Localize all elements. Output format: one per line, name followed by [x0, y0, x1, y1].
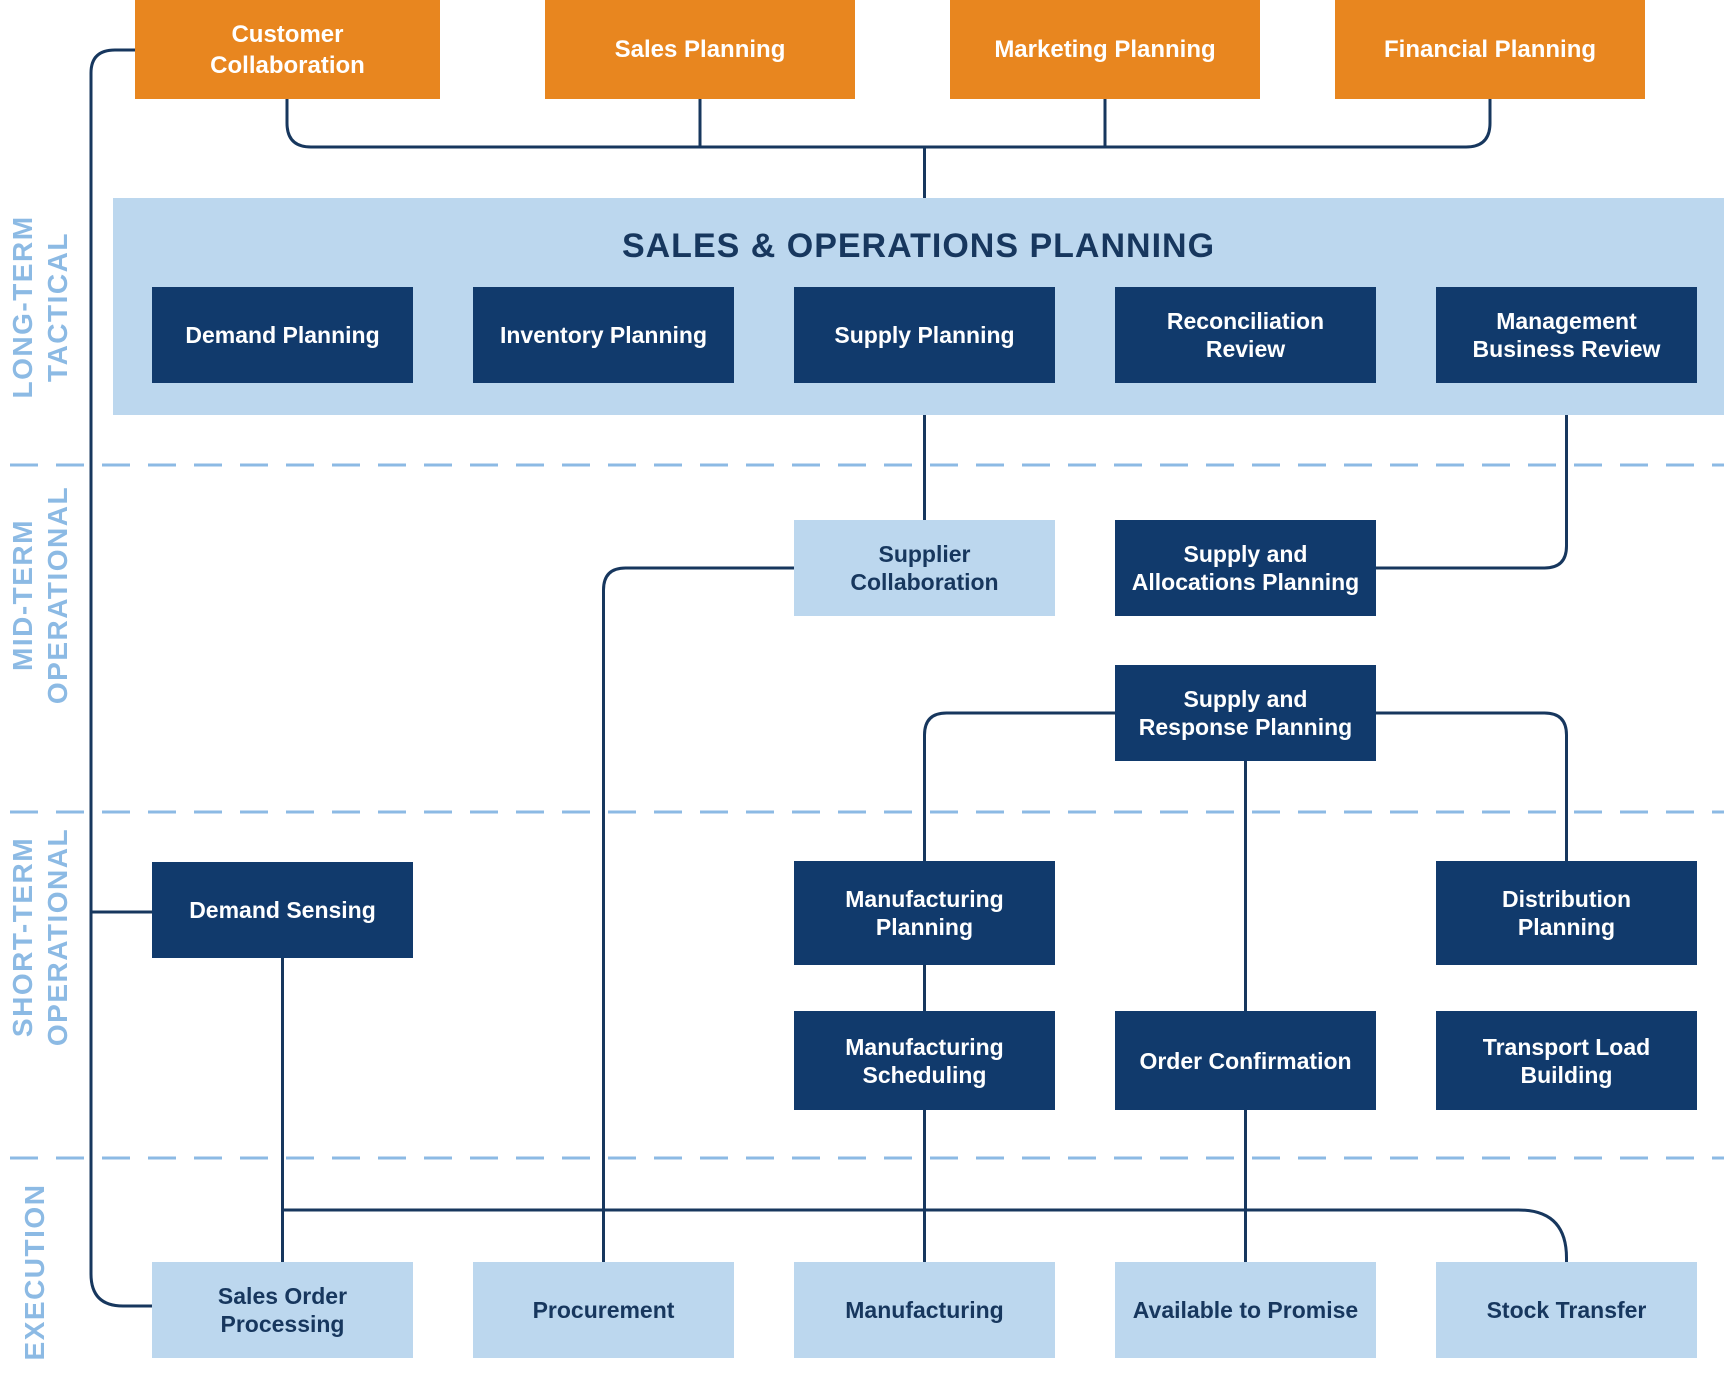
node-manufacturing-scheduling: Manufacturing Scheduling: [794, 1011, 1055, 1110]
node-stock-transfer: Stock Transfer: [1436, 1262, 1697, 1358]
node-management-business-review: Management Business Review: [1436, 287, 1697, 383]
sop-band-title: SALES & OPERATIONS PLANNING: [621, 226, 1216, 265]
node-manufacturing: Manufacturing: [794, 1262, 1055, 1358]
section-label-execution: EXECUTION: [19, 1183, 50, 1361]
connector-mbr-to-supply-allocations: [1376, 383, 1568, 570]
section-label-long-term-tactical: LONG-TERM TACTICAL: [7, 215, 73, 399]
flow-connectors: [89, 48, 1568, 1308]
node-manufacturing-planning: Manufacturing Planning: [794, 861, 1055, 965]
node-reconciliation-review: Reconciliation Review: [1115, 287, 1376, 383]
connector-srp-to-distribution-planning: [1376, 711, 1568, 861]
connector-top-bus: [285, 99, 1492, 149]
connector-customer-collab-to-sales-order-processing: [89, 48, 153, 1308]
node-supply-allocations-planning: Supply and Allocations Planning: [1115, 520, 1376, 616]
node-supplier-collaboration: Supplier Collaboration: [794, 520, 1055, 616]
node-customer-collaboration: Customer Collaboration: [135, 0, 440, 99]
node-demand-planning: Demand Planning: [152, 287, 413, 383]
node-inventory-planning: Inventory Planning: [473, 287, 734, 383]
node-financial-planning: Financial Planning: [1335, 0, 1645, 99]
node-sales-planning: Sales Planning: [545, 0, 855, 99]
section-label-mid-term-operational: MID-TERM OPERATIONAL: [7, 485, 73, 705]
node-distribution-planning: Distribution Planning: [1436, 861, 1697, 965]
node-supply-response-planning: Supply and Response Planning: [1115, 665, 1376, 761]
node-supply-planning: Supply Planning: [794, 287, 1055, 383]
node-order-confirmation: Order Confirmation: [1115, 1011, 1376, 1110]
connector-supplier-collab-to-procurement: [602, 566, 794, 1262]
node-sales-order-processing: Sales Order Processing: [152, 1262, 413, 1358]
section-label-short-term-operational: SHORT-TERM OPERATIONAL: [7, 827, 73, 1047]
node-available-to-promise: Available to Promise: [1115, 1262, 1376, 1358]
connector-execution-bus-to-stock-transfer: [282, 1208, 1568, 1262]
node-transport-load-building: Transport Load Building: [1436, 1011, 1697, 1110]
section-divider-dashed-lines: [10, 463, 1724, 1160]
node-demand-sensing: Demand Sensing: [152, 862, 413, 958]
connector-srp-to-manufacturing-planning: [923, 711, 1115, 861]
node-marketing-planning: Marketing Planning: [950, 0, 1260, 99]
node-procurement: Procurement: [473, 1262, 734, 1358]
